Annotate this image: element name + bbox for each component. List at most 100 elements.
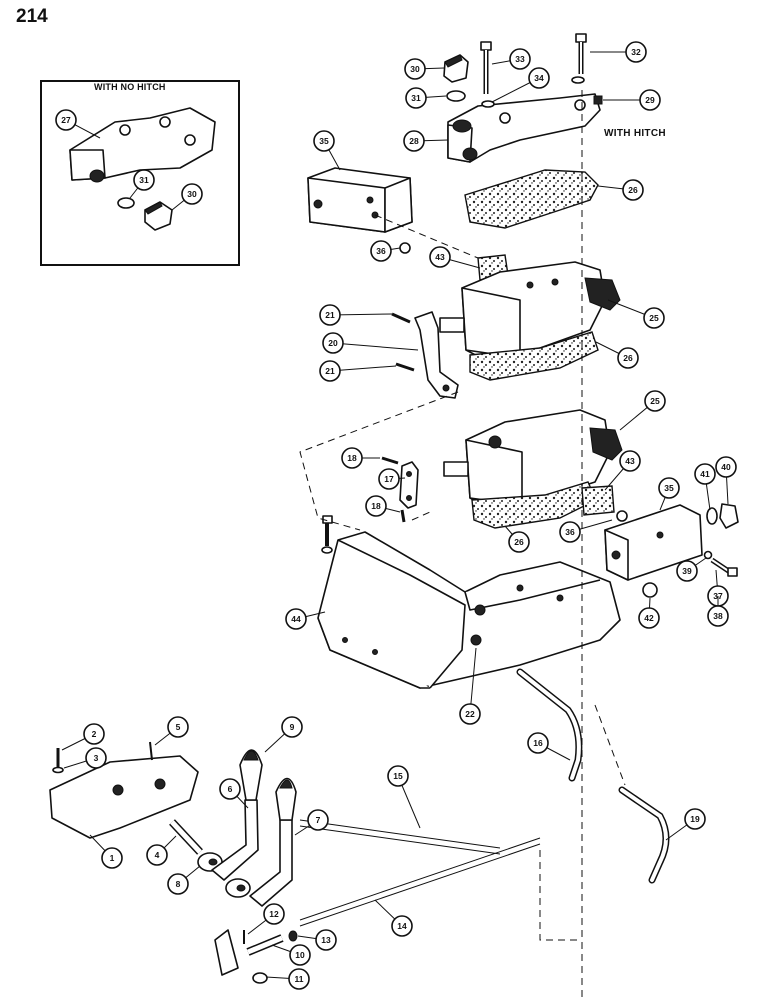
bolt-37 bbox=[710, 557, 738, 577]
callout-38: 38 bbox=[707, 596, 729, 627]
rod-15 bbox=[299, 819, 501, 855]
callout-5: 5 bbox=[154, 716, 189, 746]
callout-36: 36 bbox=[370, 240, 401, 262]
cover-plate-35-top bbox=[307, 167, 413, 233]
pin-18-top bbox=[381, 456, 399, 465]
callout-25: 25 bbox=[607, 299, 665, 329]
callout-label: 42 bbox=[644, 613, 654, 623]
callout-label: 35 bbox=[664, 483, 674, 493]
clevis-pin-11 bbox=[252, 972, 268, 984]
gasket-26-lower bbox=[471, 481, 597, 529]
callout-30: 30 bbox=[404, 58, 445, 80]
callout-leader bbox=[329, 365, 397, 372]
callout-label: 43 bbox=[625, 456, 635, 466]
callout-18: 18 bbox=[341, 447, 380, 469]
callout-35: 35 bbox=[658, 477, 680, 511]
knob-9-left bbox=[239, 749, 263, 801]
callout-leader bbox=[469, 647, 477, 715]
callout-label: 26 bbox=[628, 185, 638, 195]
callout-label: 33 bbox=[515, 54, 525, 64]
rod-16 bbox=[516, 668, 583, 782]
rod-14 bbox=[299, 837, 541, 927]
callout-43: 43 bbox=[604, 450, 641, 491]
callout-15: 15 bbox=[387, 765, 421, 829]
washer-39 bbox=[703, 550, 713, 560]
hitch-housing-44 bbox=[317, 531, 621, 689]
callout-21: 21 bbox=[319, 360, 397, 382]
callout-19: 19 bbox=[665, 808, 706, 841]
callout-17: 17 bbox=[378, 468, 406, 490]
callout-22: 22 bbox=[459, 647, 481, 725]
plug-42 bbox=[642, 582, 658, 598]
control-valve-25-lower bbox=[443, 409, 623, 509]
pin-21-bottom bbox=[395, 362, 415, 372]
pin-21-top bbox=[391, 312, 411, 324]
callout-label: 39 bbox=[682, 566, 692, 576]
lever-20 bbox=[414, 311, 459, 399]
inset-title: WITH NO HITCH bbox=[94, 82, 166, 92]
callout-16: 16 bbox=[527, 732, 571, 761]
callout-label: 36 bbox=[376, 246, 386, 256]
callout-34: 34 bbox=[491, 67, 550, 103]
callout-21: 21 bbox=[319, 304, 393, 326]
callout-40: 40 bbox=[715, 456, 737, 505]
callout-label: 38 bbox=[713, 611, 723, 621]
callout-25: 25 bbox=[619, 390, 666, 431]
callout-29: 29 bbox=[603, 89, 661, 111]
callout-label: 44 bbox=[291, 614, 301, 624]
pin-5 bbox=[149, 741, 153, 761]
callout-26: 26 bbox=[595, 341, 639, 369]
callout-label: 10 bbox=[295, 950, 305, 960]
callout-label: 4 bbox=[155, 850, 160, 860]
callout-label: 7 bbox=[316, 815, 321, 825]
knob-9-right bbox=[275, 777, 297, 821]
washer-34a bbox=[481, 100, 495, 108]
callout-label: 20 bbox=[328, 338, 338, 348]
callout-label: 8 bbox=[176, 879, 181, 889]
callout-32: 32 bbox=[590, 41, 647, 63]
lever-17 bbox=[399, 461, 419, 509]
callout-label: 28 bbox=[409, 136, 419, 146]
callout-9: 9 bbox=[264, 716, 303, 753]
plug-40 bbox=[719, 503, 739, 529]
callout-label: 30 bbox=[410, 64, 420, 74]
callout-label: 25 bbox=[650, 396, 660, 406]
callout-label: 6 bbox=[228, 784, 233, 794]
callout-20: 20 bbox=[322, 332, 419, 354]
callout-label: 16 bbox=[533, 738, 543, 748]
callout-label: 26 bbox=[514, 537, 524, 547]
page-number: 214 bbox=[16, 6, 48, 27]
callout-label: 40 bbox=[721, 462, 731, 472]
inset-o-ring-31 bbox=[117, 197, 135, 209]
callout-label: 22 bbox=[465, 709, 475, 719]
callout-label: 30 bbox=[187, 189, 197, 199]
housing-bolt bbox=[321, 515, 333, 554]
top-cover-28 bbox=[447, 93, 601, 163]
bolt-32 bbox=[575, 33, 587, 74]
callout-label: 21 bbox=[325, 366, 335, 376]
callout-group: 1234567891011121314151617181819202121222… bbox=[55, 41, 737, 990]
callout-30: 30 bbox=[171, 183, 203, 211]
plug-30 bbox=[443, 54, 469, 83]
callout-label: 29 bbox=[645, 95, 655, 105]
callout-31: 31 bbox=[405, 87, 447, 109]
callout-26: 26 bbox=[597, 179, 644, 201]
callout-leader bbox=[332, 342, 419, 351]
callout-label: 2 bbox=[92, 729, 97, 739]
shaft-4 bbox=[169, 819, 203, 855]
callout-label: 14 bbox=[397, 921, 407, 931]
callout-label: 21 bbox=[325, 310, 335, 320]
callout-8: 8 bbox=[167, 865, 201, 895]
callout-label: 13 bbox=[321, 935, 331, 945]
bolt-33 bbox=[480, 41, 492, 94]
o-ring-41 bbox=[706, 507, 718, 525]
callout-7: 7 bbox=[294, 809, 329, 836]
nut-36-lower bbox=[616, 510, 628, 522]
inset-plug-30 bbox=[144, 201, 173, 231]
gasket-26-top bbox=[464, 169, 599, 229]
gasket-43-lower bbox=[581, 485, 615, 516]
with-hitch-label: WITH HITCH bbox=[604, 128, 666, 139]
callout-label: 43 bbox=[435, 252, 445, 262]
callout-3: 3 bbox=[63, 747, 107, 769]
